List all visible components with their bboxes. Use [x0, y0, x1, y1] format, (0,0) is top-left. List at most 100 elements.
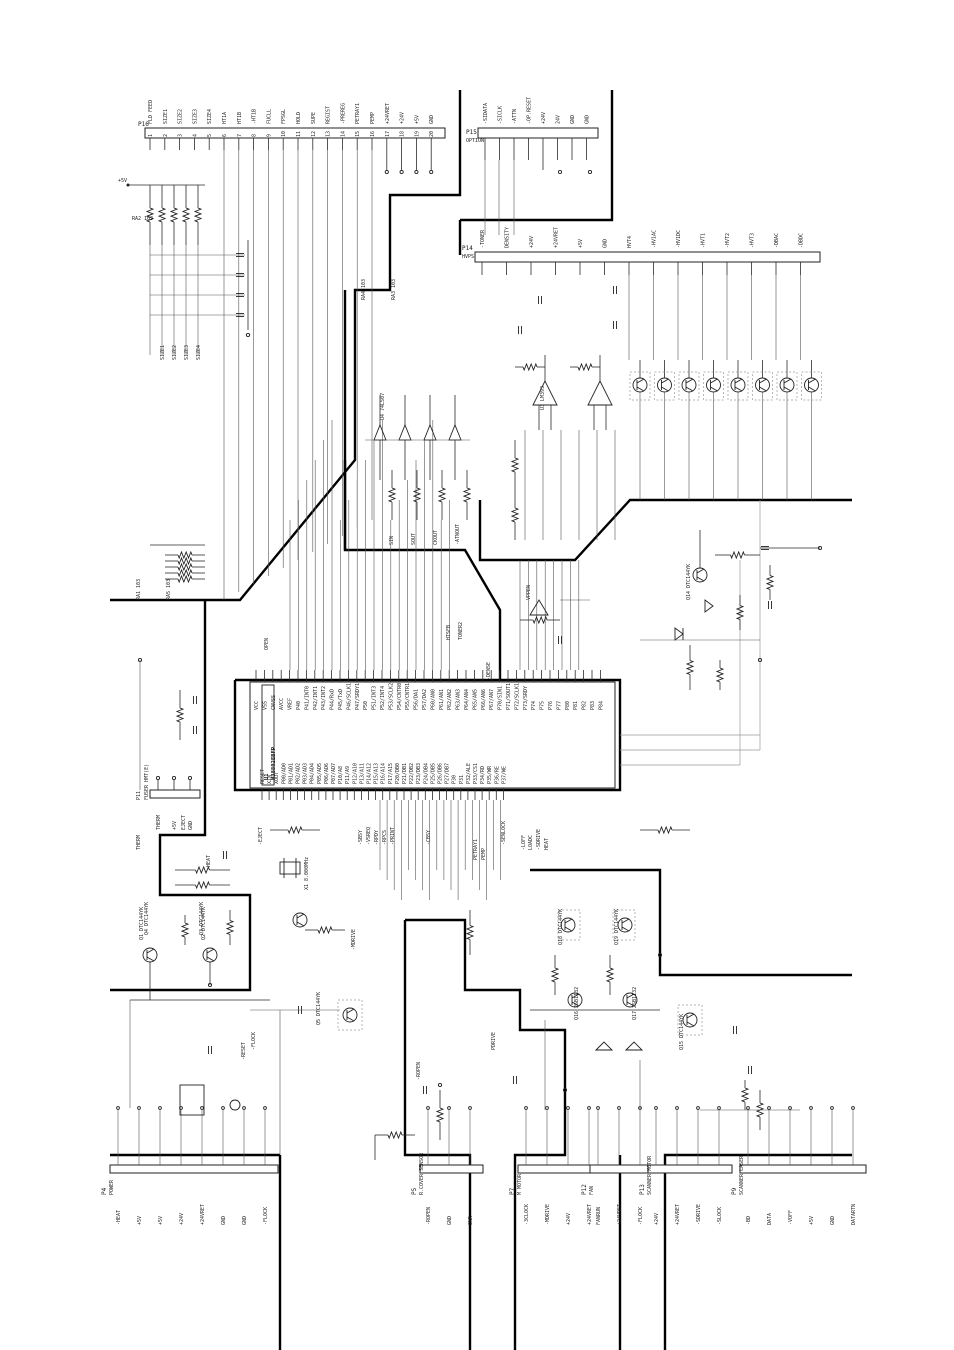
u1-right-pin-name: P51/INT3	[372, 686, 378, 710]
hv-driver-transistor	[779, 377, 795, 393]
u1-right-pin-name: P44/RxD	[330, 689, 336, 710]
u1-left-pin-name: XIN	[267, 775, 273, 784]
resistor-array-label: RA5 103	[166, 579, 172, 600]
comparator-gate	[529, 599, 549, 616]
p14-pin-label: -HV1AC	[652, 230, 658, 248]
bottom-connector-pin-terminal	[116, 1106, 120, 1110]
buffer-gate	[448, 423, 462, 441]
p15-pin-label: -SICLK	[498, 106, 504, 124]
bottom-connector-pin-label: -HEAT	[116, 1210, 122, 1225]
p11-pin-label: THERM	[156, 815, 162, 830]
q19-package	[612, 909, 636, 941]
u1-left-pin-name: P13/A11	[359, 763, 365, 784]
p14-pin-label: DENSITY	[505, 227, 511, 248]
transistor-label: Q2 DTC144YK	[201, 907, 207, 940]
bottom-connector-ref: P4	[101, 1187, 108, 1195]
u1-left-pin-name: P11/A9	[345, 766, 351, 784]
u1-right-pin-name: P56/DA1	[414, 689, 420, 710]
buffer-gate	[423, 423, 437, 441]
p16-pin-number: 16	[370, 131, 376, 137]
u1-left-pin-name: P20/DB0	[395, 763, 401, 784]
p16-power-terminal	[429, 169, 434, 175]
bottom-connector-pin-label: GND	[242, 1216, 248, 1225]
p15-pin-label: -OP.RESET	[527, 97, 533, 124]
d4-diode	[594, 1041, 614, 1051]
bottom-connector-pin-terminal	[158, 1106, 162, 1110]
bottom-connector-pin-terminal	[468, 1106, 472, 1110]
sw1-switch	[179, 1084, 205, 1116]
p16-pin-number: 7	[237, 134, 243, 137]
bottom-connector-pin-label: +24V	[566, 1213, 572, 1225]
hv-driver-package	[678, 371, 700, 401]
hv-driver-transistor	[632, 377, 648, 393]
p15-name: OPTION	[466, 138, 484, 144]
connector-p15: P15 OPTION -SIDATA-SICLK-ATTN-OP.RESET+2…	[466, 97, 599, 235]
bottom-connector-pin-label: -VOFF	[788, 1210, 794, 1225]
p11-pin-label: GND	[188, 821, 194, 830]
u1-left-pin-name: P33/CS1	[473, 763, 479, 784]
u1-right-pin-name: P63/AN3	[456, 689, 462, 710]
u1-left-pin-name: XOUT	[274, 772, 280, 784]
u1-right-pin-name: CNVSS	[271, 695, 277, 710]
u1-left-pin-name: P15/A13	[374, 763, 380, 784]
p16-pin-label: SIZE4	[207, 109, 213, 124]
p14-pin-label: HVT4	[627, 236, 633, 248]
bottom-connector-body	[647, 1164, 733, 1174]
u1-right-pin-name: P74	[531, 701, 537, 710]
r24-resistor	[287, 825, 303, 835]
u1-right-pin-name: P75	[540, 701, 546, 710]
bottom-connector-body	[739, 1164, 867, 1174]
u1-left-pin-name: P36/RE	[494, 766, 500, 784]
bottom-connector-name: M MOTOR	[517, 1173, 523, 1195]
u1-left-pin-name: P12/A10	[352, 763, 358, 784]
bottom-connector-pin-label: -3CLOCK	[524, 1204, 530, 1225]
u1-right-pin-name: AVCC	[279, 698, 285, 710]
crystal-x1: X1 8.000MHz	[279, 857, 310, 890]
net-label: THERM	[136, 835, 142, 850]
u1-left-pin-name: P06/AD6	[324, 763, 330, 784]
u1-part-label: M38802EBFP	[271, 746, 277, 780]
bottom-connector-pin-terminal	[545, 1106, 549, 1110]
hv-driver-transistor	[706, 377, 721, 393]
bottom-connector-pin-label: -FLOCK	[263, 1207, 269, 1225]
size-net-label: SIZE3	[184, 345, 190, 360]
u1-left-pin-name: P14/A12	[367, 763, 373, 784]
net-label: -HEAT	[206, 855, 212, 870]
resistor-array-label: RA4 103	[361, 279, 367, 300]
bottom-connector-pin-label: GND	[221, 1216, 227, 1225]
motor-ground	[562, 1087, 568, 1093]
net-label: -FLOCK	[251, 1032, 257, 1050]
u1-right-pin-name: P64/AN4	[464, 689, 470, 710]
net-label: -RPCS	[382, 830, 388, 845]
section-frame	[110, 90, 852, 1350]
p14-pin-label: +24VRET	[554, 227, 560, 248]
p16-pin-number: 17	[385, 131, 391, 137]
p15-pin-label: -ATTN	[512, 109, 518, 124]
size-net-label: SIZE1	[160, 345, 166, 360]
bottom-connector-pin-label: -SLOCK	[717, 1207, 723, 1225]
u1-right-pin-name: P81	[573, 701, 579, 710]
transistor-label: Q5 DTC144YK	[316, 992, 322, 1025]
p16-pin-label: +24VRET	[385, 103, 391, 124]
sp1-speaker	[229, 1099, 241, 1111]
u1-left-pin-name: P02/AD2	[296, 763, 302, 784]
p15-pin-label: -SIDATA	[483, 103, 489, 124]
p14-pin-label: +5V	[578, 239, 584, 248]
r19-resistor	[387, 1130, 403, 1140]
p16-pin-number: 1	[148, 134, 154, 137]
bottom-connector-ref: P12	[581, 1184, 588, 1195]
u2-device	[292, 912, 308, 928]
net-label: -SDRIVE	[536, 829, 542, 850]
u1-left-pin-name: P32/ALE	[466, 763, 472, 784]
p16-pin-number: 13	[326, 131, 332, 137]
transistor-label: Q16 2SB1132	[574, 987, 580, 1020]
right-mid-ground	[757, 657, 763, 663]
supply-5v-label: +5V	[118, 178, 127, 184]
q4-transistor	[142, 947, 158, 963]
p16-pin-label: SIZE2	[178, 109, 184, 124]
